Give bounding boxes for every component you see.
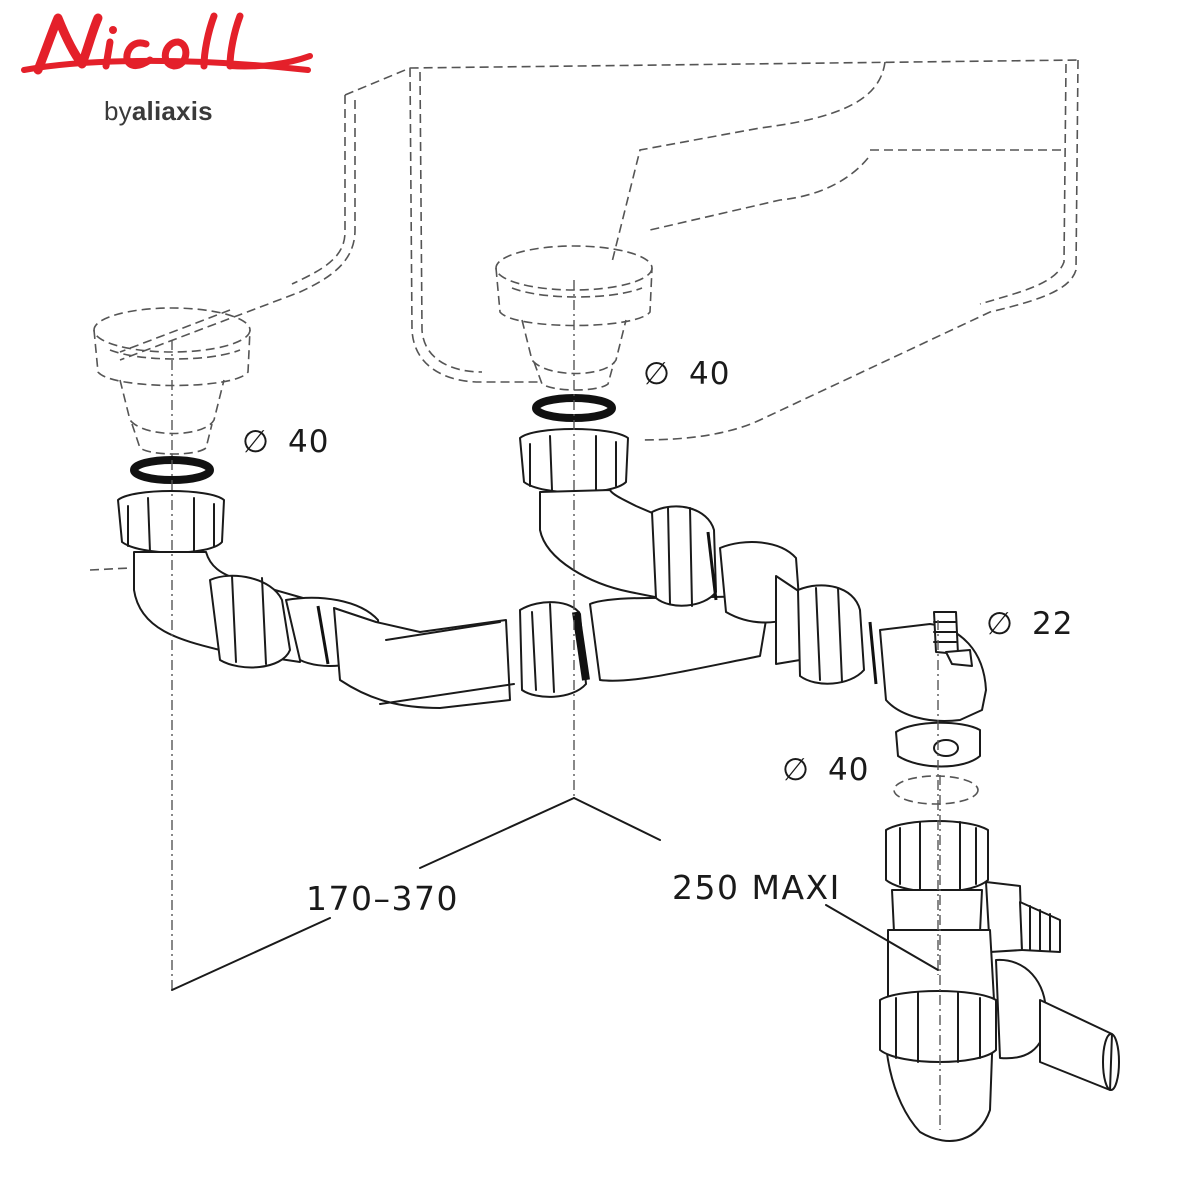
tee-fitting <box>519 595 771 698</box>
brand-sub-name: aliaxis <box>131 96 213 126</box>
trap-inlet-size: 40 <box>828 752 869 788</box>
label-right-outlet: ∅ 40 <box>643 356 730 392</box>
dimension-left-span: 170–370 <box>306 879 459 918</box>
bottle-trap <box>879 820 1120 1142</box>
dimension-right-span: 250 MAXI <box>672 868 841 907</box>
right-outlet-size: 40 <box>689 356 730 392</box>
nicoll-logo <box>21 12 313 75</box>
label-trap-inlet: ∅ 40 <box>782 752 869 788</box>
diameter-symbol: ∅ <box>643 356 671 392</box>
left-elbow-assembly <box>117 490 515 709</box>
dimension-lines <box>171 797 939 991</box>
right-strainer <box>495 245 653 391</box>
brand-subtitle: byaliaxis <box>104 96 213 127</box>
right-elbow-assembly <box>519 428 878 685</box>
label-left-outlet: ∅ 40 <box>242 424 329 460</box>
right-gasket <box>532 394 616 422</box>
outlet-elbow <box>879 611 987 768</box>
diameter-symbol: ∅ <box>986 606 1014 642</box>
center-lines <box>171 280 941 1130</box>
label-side-inlet: ∅ 22 <box>986 606 1073 642</box>
diameter-symbol: ∅ <box>242 424 270 460</box>
side-inlet-size: 22 <box>1032 606 1073 642</box>
left-strainer <box>93 307 251 455</box>
left-outlet-size: 40 <box>288 424 329 460</box>
trap-gasket <box>893 775 979 805</box>
sink-outline <box>89 59 1081 571</box>
brand-sub-prefix: by <box>104 96 132 126</box>
diameter-symbol: ∅ <box>782 752 810 788</box>
